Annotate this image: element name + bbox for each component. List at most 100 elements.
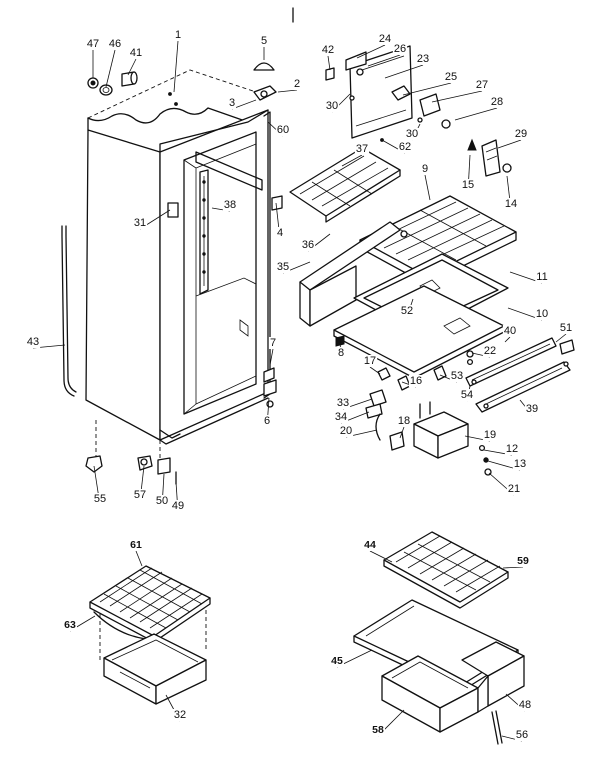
callout-c50: 50	[156, 495, 168, 507]
part-38-channel	[199, 169, 209, 295]
leader-c18	[399, 426, 405, 439]
callout-c29: 29	[515, 128, 527, 140]
leader-c9	[424, 174, 431, 201]
callout-c22: 22	[484, 345, 496, 357]
leader-c1	[173, 40, 179, 93]
parts-47-46-41	[87, 71, 138, 96]
part-19-box-assembly	[375, 401, 492, 476]
part-23-panel	[325, 45, 451, 142]
callout-bg-c2	[292, 78, 302, 90]
callout-c25: 25	[445, 71, 457, 83]
callout-bg-c6	[262, 415, 272, 427]
callout-c45: 45	[331, 655, 343, 667]
callout-bg-c56	[514, 729, 530, 741]
callout-c51: 51	[560, 322, 572, 334]
callout-bg-c18	[396, 415, 412, 427]
callout-bg-c42	[320, 44, 336, 56]
callout-c18: 18	[398, 415, 410, 427]
callout-c4: 4	[277, 227, 283, 239]
callout-bg-c60	[275, 124, 291, 136]
callout-bg-c39	[524, 403, 540, 415]
callout-c8: 8	[338, 347, 344, 359]
callout-c38: 38	[224, 199, 236, 211]
callout-bg-c13	[512, 458, 528, 470]
callout-bg-c38	[222, 199, 238, 211]
hinge-top-parts	[253, 62, 277, 101]
callout-bg-c52	[399, 305, 415, 317]
callout-bg-c51	[558, 322, 574, 334]
callout-c57: 57	[134, 489, 146, 501]
callout-c12: 12	[506, 443, 518, 455]
callout-c63: 63	[64, 619, 76, 631]
callout-c6: 6	[264, 415, 270, 427]
callout-bg-c37	[354, 143, 370, 155]
callout-bg-c47	[85, 38, 101, 50]
callout-bg-c57	[132, 489, 148, 501]
callout-c2: 2	[294, 78, 300, 90]
callout-bg-c21	[506, 483, 522, 495]
callout-bg-c4	[275, 227, 285, 239]
callout-bg-c5	[259, 35, 269, 47]
callout-bg-c1	[173, 29, 183, 41]
callout-bg-c12	[504, 443, 520, 455]
callout-bg-c20	[338, 425, 354, 437]
callout-bg-c58	[371, 724, 385, 736]
rails-40-51-39	[465, 337, 575, 413]
callout-c32: 32	[174, 709, 186, 721]
callout-bg-c63	[63, 619, 77, 631]
callout-c7: 7	[270, 337, 276, 349]
callout-bg-c15	[460, 179, 476, 191]
callout-bg-c16	[408, 375, 424, 387]
callout-bg-c27	[474, 79, 490, 91]
part-9-shelf	[359, 195, 517, 285]
callout-c15: 15	[462, 179, 474, 191]
leader-c59	[502, 566, 524, 569]
parts-29-15-14	[467, 138, 512, 177]
assembly-59-45-58-48	[353, 531, 525, 745]
callout-c48: 48	[519, 699, 531, 711]
callout-bg-c17	[362, 355, 378, 367]
callout-bg-c33	[335, 397, 351, 409]
leader-c26	[367, 54, 401, 67]
part-37-shelf	[289, 147, 401, 223]
bottom-parts	[85, 420, 177, 485]
callout-c41: 41	[130, 47, 142, 59]
callout-bg-c28	[489, 96, 505, 108]
leader-c44	[369, 550, 393, 563]
callout-bg-c50	[154, 495, 170, 507]
leader-c24	[356, 44, 386, 59]
callout-c1: 1	[175, 29, 181, 41]
callout-bg-c35	[275, 261, 291, 273]
callout-c19: 19	[484, 429, 496, 441]
callout-c54: 54	[461, 389, 473, 401]
callout-bg-c10	[534, 308, 550, 320]
leader-c17	[369, 366, 381, 375]
callout-bg-c41	[128, 47, 144, 59]
callout-bg-c34	[333, 411, 349, 423]
callout-c17: 17	[364, 355, 376, 367]
callout-c47: 47	[87, 38, 99, 50]
callout-c20: 20	[340, 425, 352, 437]
callout-bg-c44	[363, 539, 377, 551]
callout-c27: 27	[476, 79, 488, 91]
callout-c35: 35	[277, 261, 289, 273]
leader-c61	[135, 550, 143, 567]
hinge-bottom-parts	[263, 367, 277, 408]
callout-c31: 31	[134, 217, 146, 229]
callout-bg-c30a	[324, 100, 340, 112]
callout-bg-c55	[92, 493, 108, 505]
leader-c46	[105, 49, 116, 88]
callout-bg-c32	[172, 709, 188, 721]
part-4	[271, 195, 283, 211]
callout-c40: 40	[504, 325, 516, 337]
callout-c39: 39	[526, 403, 538, 415]
callout-bg-c22	[482, 345, 498, 357]
leader-c29	[497, 139, 522, 149]
callout-c60: 60	[277, 124, 289, 136]
callout-c59: 59	[517, 555, 529, 567]
callout-c34: 34	[335, 411, 347, 423]
leader-c37	[341, 154, 363, 167]
callout-bg-c3	[227, 97, 237, 109]
callout-c62: 62	[399, 141, 411, 153]
